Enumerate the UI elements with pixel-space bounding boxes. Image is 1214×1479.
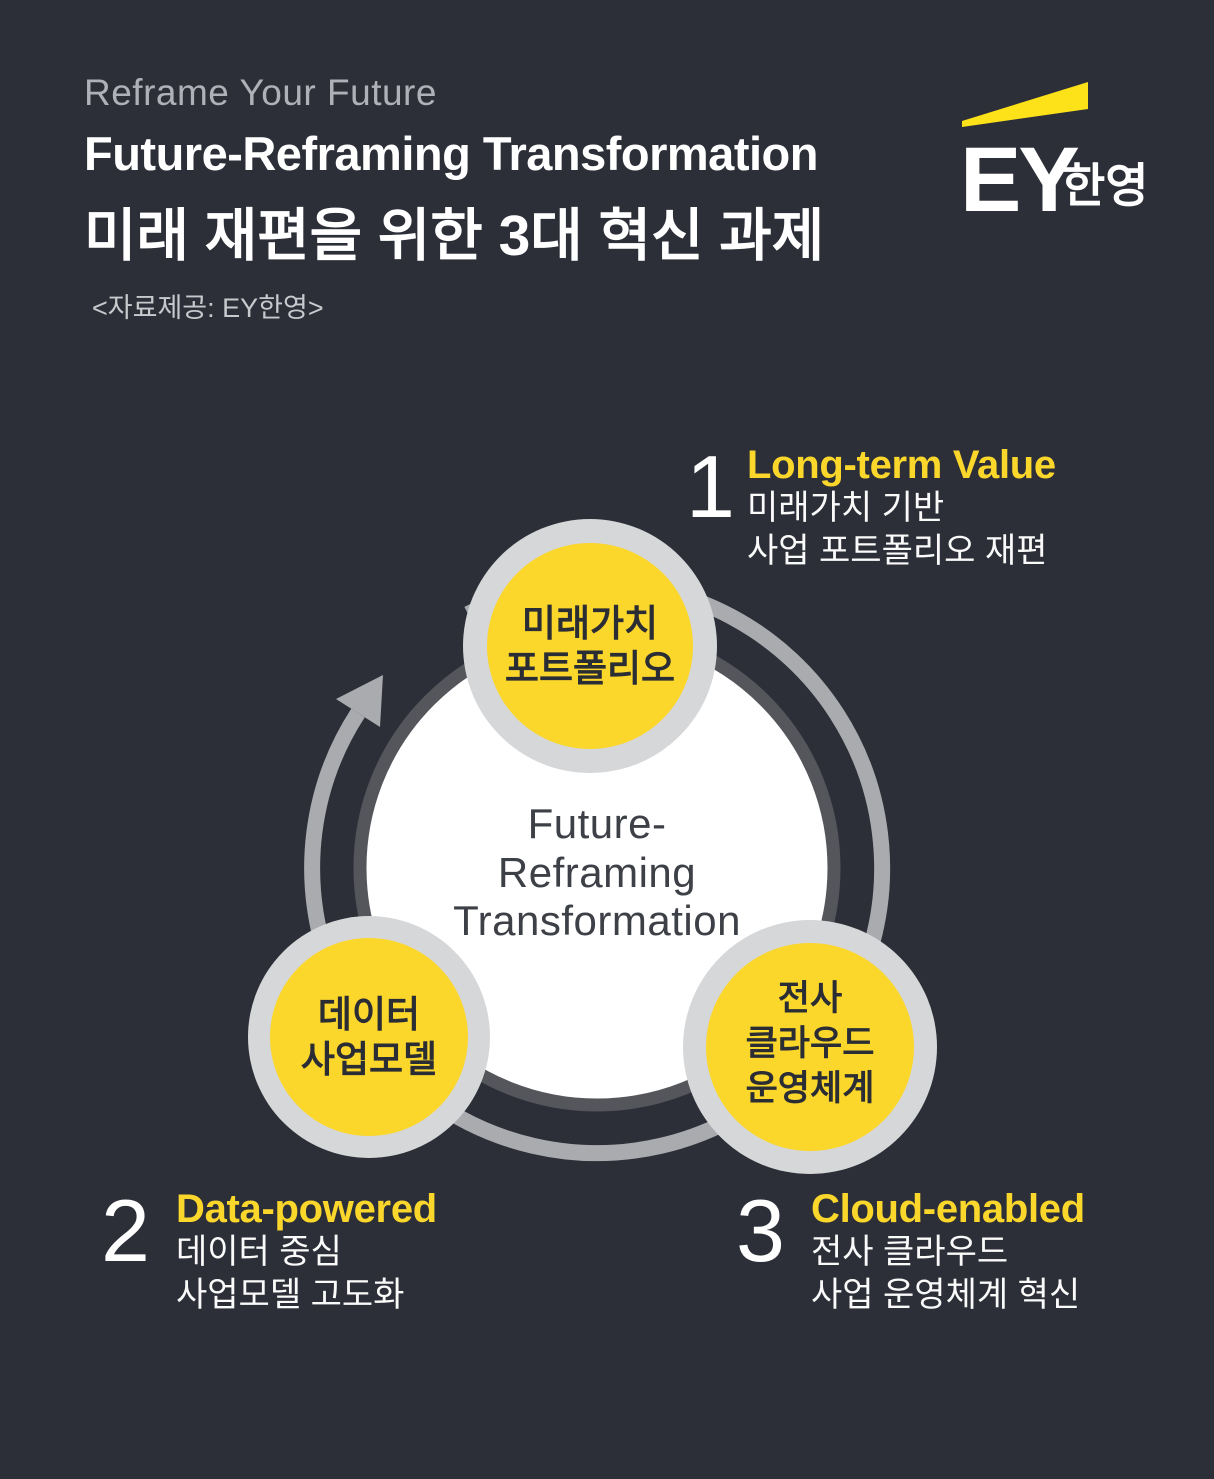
key-point-number: 1 bbox=[686, 437, 735, 536]
ey-beam-icon bbox=[962, 82, 1088, 127]
key-point-number: 2 bbox=[101, 1181, 150, 1280]
key-point-title: Long-term Value bbox=[747, 443, 1056, 487]
source-credit: <자료제공: EY한영> bbox=[92, 293, 324, 323]
eyebrow-text: Reframe Your Future bbox=[84, 72, 437, 113]
node-label-line: 클라우드 bbox=[745, 1023, 875, 1063]
ey-logo-suffix: 한영 bbox=[1062, 159, 1149, 212]
node-label-line: 사업모델 bbox=[300, 1039, 438, 1080]
key-point-line: 사업 운영체계 혁신 bbox=[811, 1276, 1081, 1315]
node-label-line: 전사 bbox=[777, 978, 843, 1018]
node-label-line: 운영체계 bbox=[745, 1068, 875, 1108]
key-point-line: 미래가치 기반 bbox=[747, 489, 945, 527]
key-point-1: 1 Long-term Value 미래가치 기반 사업 포트폴리오 재편 bbox=[686, 443, 1056, 573]
ey-logo-wordmark: EY bbox=[960, 129, 1080, 231]
cycle-arrow-icon bbox=[336, 675, 383, 727]
key-point-number: 3 bbox=[736, 1181, 785, 1280]
title-english: Future-Reframing Transformation bbox=[84, 127, 818, 180]
key-point-title: Data-powered bbox=[176, 1187, 437, 1231]
center-label-line: Transformation bbox=[453, 897, 741, 945]
node-label-line: 포트폴리오 bbox=[504, 648, 676, 689]
key-point-line: 전사 클라우드 bbox=[811, 1233, 1009, 1271]
node-label-data-model: 데이터 사업모델 bbox=[301, 992, 437, 1082]
key-point-3: 3 Cloud-enabled 전사 클라우드 사업 운영체계 혁신 bbox=[736, 1187, 1085, 1317]
key-point-line: 사업모델 고도화 bbox=[176, 1276, 405, 1315]
key-point-line: 데이터 중심 bbox=[176, 1233, 342, 1271]
title-korean: 미래 재편을 위한 3대 혁신 과제 bbox=[84, 204, 825, 268]
center-circle-label: Future- Reframing Transformation bbox=[347, 800, 847, 946]
node-circle-top bbox=[487, 543, 693, 749]
node-label-cloud-ops: 전사 클라우드 운영체계 bbox=[746, 977, 875, 1111]
node-label-line: 데이터 bbox=[317, 993, 421, 1035]
node-circle-left bbox=[270, 938, 468, 1136]
key-point-2: 2 Data-powered 데이터 중심 사업모델 고도화 bbox=[101, 1187, 437, 1317]
ey-logo: EY 한영 bbox=[960, 82, 1160, 226]
center-label-line: Future- bbox=[527, 800, 667, 847]
node-label-future-value: 미래가치 포트폴리오 bbox=[505, 601, 675, 691]
key-point-title: Cloud-enabled bbox=[811, 1187, 1085, 1231]
node-label-line: 미래가치 bbox=[521, 602, 659, 644]
node-circle-right bbox=[706, 943, 914, 1151]
center-label-line: Reframing bbox=[497, 848, 697, 896]
key-point-line: 사업 포트폴리오 재편 bbox=[747, 532, 1048, 571]
